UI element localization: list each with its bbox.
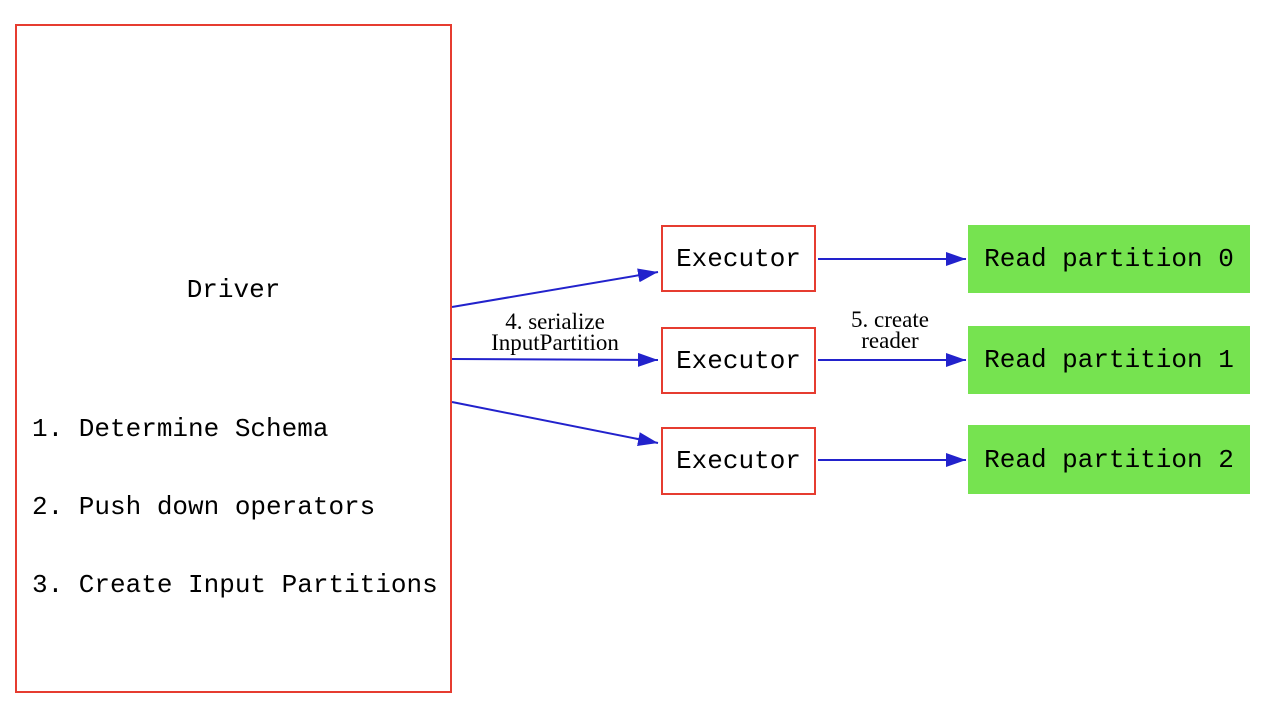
label-line: 5. create	[851, 307, 929, 332]
label-line: 4. serialize	[505, 309, 605, 334]
executor-box-1: Executor	[661, 327, 816, 394]
executor-label: Executor	[676, 345, 801, 376]
executor-label: Executor	[676, 243, 801, 274]
driver-step: 2. Push down operators	[32, 492, 376, 522]
arrow-driver-to-executor-1	[451, 352, 659, 367]
executor-box-2: Executor	[661, 427, 816, 495]
label-serialize-inputpartition: 4. serialize InputPartition	[491, 309, 619, 355]
label-line: reader	[861, 328, 919, 353]
label-create-reader: 5. create reader	[851, 307, 929, 353]
driver-step: 1. Determine Schema	[32, 414, 329, 444]
driver-title: Driver	[186, 275, 281, 305]
partition-label: Read partition 2	[984, 444, 1234, 475]
arrow-driver-to-executor-0	[451, 268, 659, 308]
driver-box: Driver 1. Determine Schema 2. Push down …	[15, 24, 452, 693]
partition-label: Read partition 1	[984, 345, 1234, 375]
partition-box-2: Read partition 2	[968, 425, 1250, 494]
driver-step: 3. Create Input Partitions	[32, 570, 438, 600]
executor-label: Executor	[676, 446, 801, 476]
arrow-driver-to-executor-2	[451, 401, 659, 446]
executor-box-0: Executor	[661, 225, 816, 292]
driver-steps: 1. Determine Schema 2. Push down operato…	[32, 364, 438, 650]
partition-box-0: Read partition 0	[968, 225, 1250, 293]
partition-label: Read partition 0	[984, 244, 1234, 274]
label-line: InputPartition	[491, 330, 619, 355]
partition-box-1: Read partition 1	[968, 326, 1250, 394]
